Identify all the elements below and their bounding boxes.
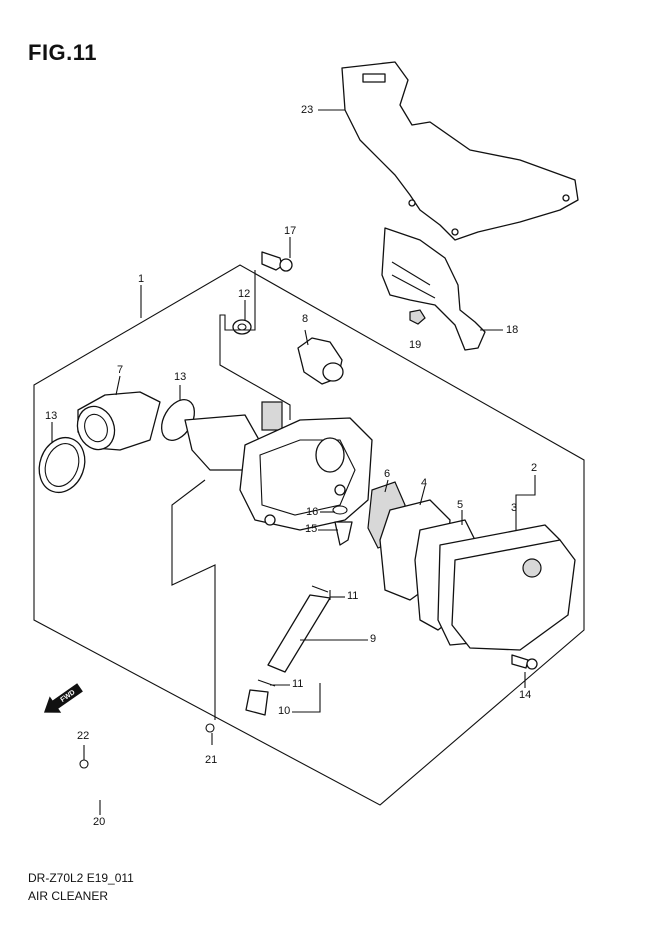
callout-5: 5	[457, 499, 464, 511]
part-10-plug	[245, 689, 269, 716]
callout-7: 7	[117, 364, 124, 376]
part-9-drain-tube	[267, 594, 331, 673]
callout-22: 22	[77, 730, 90, 742]
part-19-clip	[409, 309, 426, 325]
part-15-drain-plug	[334, 521, 353, 546]
mount-tab	[261, 401, 283, 431]
part-20-hose	[37, 731, 211, 803]
callout-21: 21	[205, 754, 218, 766]
part-16-o-ring	[332, 505, 348, 515]
callout-20: 20	[93, 816, 106, 828]
callout-17: 17	[284, 225, 297, 237]
callout-12: 12	[238, 288, 251, 300]
figure-name: AIR CLEANER	[28, 889, 109, 903]
figure-title: FIG.11	[28, 40, 98, 65]
callout-4: 4	[421, 477, 428, 489]
callout-14: 14	[519, 689, 532, 701]
callout-13-upper: 13	[174, 371, 187, 383]
part-11-clip-upper	[311, 585, 329, 593]
fwd-arrow-icon	[43, 683, 83, 713]
callout-18: 18	[506, 324, 519, 336]
callout-13-lower: 13	[45, 410, 58, 422]
part-17-bolt	[261, 251, 283, 271]
callout-15: 15	[305, 523, 318, 535]
callout-3: 3	[511, 502, 518, 514]
callout-1: 1	[138, 273, 145, 285]
bracket-hole	[562, 194, 570, 202]
callout-19: 19	[409, 339, 422, 351]
part-21-clip	[205, 723, 215, 733]
part-14-screw	[511, 654, 529, 669]
part-23-bracket	[341, 61, 579, 241]
bracket-slot	[362, 73, 386, 83]
bracket-hole	[451, 228, 459, 236]
callout-23: 23	[301, 104, 314, 116]
callout-11-lower: 11	[292, 678, 304, 690]
part-22-clip	[79, 759, 89, 769]
part-2-cover	[451, 539, 576, 651]
part-18-plate	[381, 227, 486, 351]
assembly-outline	[33, 264, 585, 806]
figure-code: DR-Z70L2 E19_011	[28, 871, 134, 885]
callout-6: 6	[384, 468, 391, 480]
callout-leaders	[51, 109, 536, 815]
bracket-hole	[408, 199, 416, 207]
callout-11-upper: 11	[347, 590, 359, 602]
part-13-clamp-lower	[38, 436, 86, 494]
callout-8: 8	[302, 313, 309, 325]
callout-10: 10	[278, 705, 291, 717]
callout-9: 9	[370, 633, 377, 645]
callout-16: 16	[306, 506, 319, 518]
callout-2: 2	[531, 462, 538, 474]
part-12-grommet	[232, 319, 252, 335]
